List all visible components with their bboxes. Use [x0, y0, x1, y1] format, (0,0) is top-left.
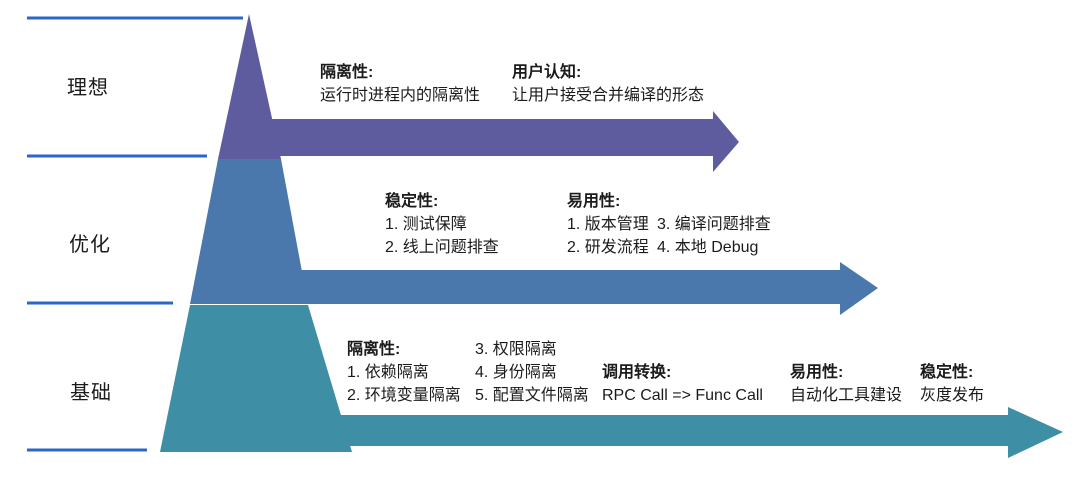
ideal-user-cognition-heading: 用户认知:	[512, 64, 582, 81]
optimize-stability-block: 稳定性: 1. 测试保障 2. 线上问题排查	[385, 190, 499, 259]
foundation-isolation-item: 3. 权限隔离	[475, 341, 557, 358]
tier-foundation-arrow-body	[330, 415, 1008, 446]
foundation-isolation-item: 4. 身份隔离	[475, 364, 557, 381]
foundation-stability-block: 稳定性: 灰度发布	[920, 361, 984, 407]
foundation-call-conversion-body: RPC Call => Func Call	[602, 387, 763, 404]
ideal-isolation-block: 隔离性: 运行时进程内的隔离性	[320, 61, 480, 107]
optimize-stability-item: 2. 线上问题排查	[385, 239, 499, 256]
foundation-isolation-item: 5. 配置文件隔离	[475, 387, 589, 404]
tier-foundation-trapezoid	[160, 305, 352, 452]
tier-ideal-arrow-body	[260, 119, 713, 156]
level-label-foundation: 基础	[70, 382, 112, 404]
foundation-call-conversion-heading: 调用转换:	[602, 364, 672, 381]
foundation-usability-body: 自动化工具建设	[790, 387, 903, 404]
optimize-usability-block: 易用性: 1. 版本管理 3. 编译问题排查 2. 研发流程 4. 本地 Deb…	[567, 190, 771, 259]
ideal-user-cognition-block: 用户认知: 让用户接受合并编译的形态	[512, 61, 704, 107]
level-label-optimize: 优化	[69, 234, 111, 256]
foundation-usability-heading: 易用性:	[790, 364, 844, 381]
optimize-usability-item: 1. 版本管理	[567, 216, 649, 233]
optimize-usability-item: 4. 本地 Debug	[657, 239, 759, 256]
foundation-isolation-col2: 3. 权限隔离 4. 身份隔离 5. 配置文件隔离	[475, 338, 589, 407]
optimize-stability-item: 1. 测试保障	[385, 216, 467, 233]
optimize-usability-item: 2. 研发流程	[567, 239, 649, 256]
tier-optimize-trapezoid	[190, 159, 308, 304]
level-label-ideal: 理想	[67, 77, 109, 99]
foundation-call-conversion-block: 调用转换: RPC Call => Func Call	[602, 361, 763, 407]
optimize-usability-row: 2. 研发流程 4. 本地 Debug	[567, 236, 771, 259]
tier-foundation-shape	[160, 305, 1063, 458]
ideal-user-cognition-body: 让用户接受合并编译的形态	[512, 87, 705, 104]
ideal-isolation-body: 运行时进程内的隔离性	[320, 87, 481, 104]
foundation-isolation-heading: 隔离性:	[347, 341, 401, 358]
foundation-isolation-col1: 隔离性: 1. 依赖隔离 2. 环境变量隔离	[347, 338, 461, 407]
foundation-isolation-item: 1. 依赖隔离	[347, 364, 429, 381]
foundation-stability-body: 灰度发布	[920, 387, 985, 404]
tier-ideal-shape	[218, 14, 739, 172]
optimize-usability-heading: 易用性:	[567, 193, 621, 210]
tier-ideal-arrow-head	[713, 111, 739, 172]
tier-optimize-arrow-body	[292, 270, 840, 304]
tier-optimize-arrow-head	[840, 262, 878, 315]
foundation-isolation-item: 2. 环境变量隔离	[347, 387, 461, 404]
foundation-usability-block: 易用性: 自动化工具建设	[790, 361, 902, 407]
foundation-stability-heading: 稳定性:	[920, 364, 974, 381]
optimize-usability-row: 1. 版本管理 3. 编译问题排查	[567, 213, 771, 236]
tier-optimize-shape	[190, 159, 878, 315]
ideal-isolation-heading: 隔离性:	[320, 64, 374, 81]
tier-foundation-arrow-head	[1008, 407, 1063, 458]
optimize-stability-heading: 稳定性:	[385, 193, 439, 210]
optimize-usability-item: 3. 编译问题排查	[657, 216, 771, 233]
